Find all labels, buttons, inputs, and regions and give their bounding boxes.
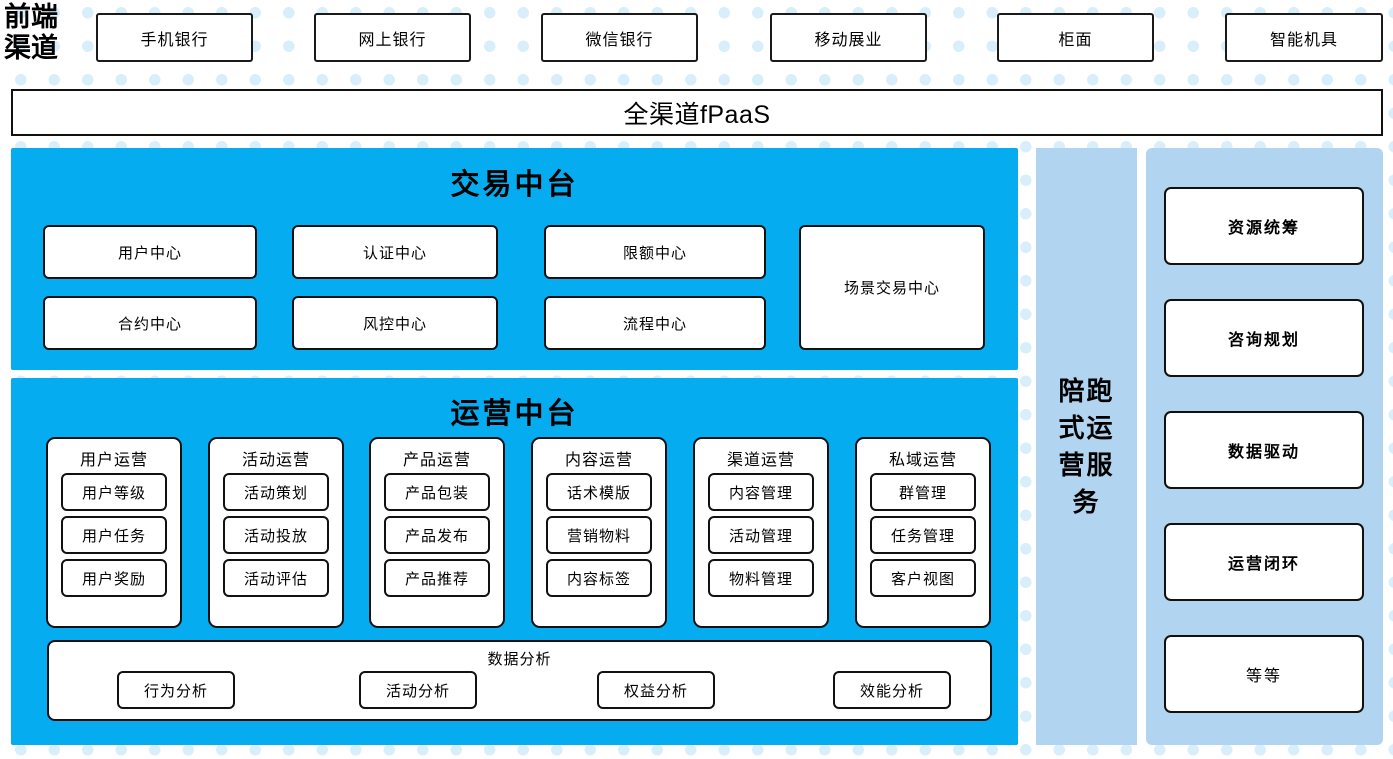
ops-group-heading: 内容运营 <box>564 452 633 469</box>
ops-group-item[interactable]: 产品推荐 <box>384 559 490 597</box>
ops-group-item[interactable]: 活动投放 <box>223 516 329 554</box>
ops-group-item[interactable]: 活动管理 <box>708 516 814 554</box>
ops-group-heading: 用户运营 <box>79 452 148 469</box>
ops-group-item[interactable]: 内容标签 <box>546 559 652 597</box>
trade-middle-platform-panel: 交易中台 用户中心认证中心限额中心合约中心风控中心流程中心场景交易中心 <box>11 148 1018 370</box>
ops-group-item[interactable]: 产品包装 <box>384 473 490 511</box>
ops-group-heading: 产品运营 <box>402 452 471 469</box>
ops-middle-platform-panel: 运营中台 数据分析 行为分析活动分析权益分析效能分析 用户运营用户等级用户任务用… <box>11 378 1018 745</box>
trade-platform-title: 交易中台 <box>450 167 579 201</box>
trade-center-card[interactable]: 场景交易中心 <box>799 225 985 350</box>
channel-card[interactable]: 智能机具 <box>1225 13 1383 62</box>
front-channel-label: 前端 渠道 <box>4 2 58 64</box>
ops-group-item[interactable]: 用户奖励 <box>61 559 167 597</box>
ops-group-item[interactable]: 营销物料 <box>546 516 652 554</box>
service-card[interactable]: 运营闭环 <box>1164 523 1364 601</box>
ops-group: 产品运营产品包装产品发布产品推荐 <box>369 437 505 628</box>
channel-card[interactable]: 网上银行 <box>314 13 471 62</box>
data-analysis-card[interactable]: 效能分析 <box>833 671 951 709</box>
ops-group-item-list: 用户等级用户任务用户奖励 <box>61 473 167 597</box>
ops-group-item[interactable]: 活动策划 <box>223 473 329 511</box>
channel-card[interactable]: 手机银行 <box>96 13 253 62</box>
ops-group-heading: 活动运营 <box>241 452 310 469</box>
ops-group-item-list: 活动策划活动投放活动评估 <box>223 473 329 597</box>
ops-group-item-list: 产品包装产品发布产品推荐 <box>384 473 490 597</box>
ops-group-item-list: 内容管理活动管理物料管理 <box>708 473 814 597</box>
data-analysis-card[interactable]: 权益分析 <box>597 671 715 709</box>
service-card[interactable]: 数据驱动 <box>1164 411 1364 489</box>
ops-group-item[interactable]: 内容管理 <box>708 473 814 511</box>
ops-group: 活动运营活动策划活动投放活动评估 <box>208 437 344 628</box>
ops-group-item-list: 群管理任务管理客户视图 <box>870 473 976 597</box>
ops-group-heading: 渠道运营 <box>726 452 795 469</box>
ops-platform-title: 运营中台 <box>450 396 579 430</box>
ops-group-item[interactable]: 话术模版 <box>546 473 652 511</box>
right-service-panel: 资源统筹咨询规划数据驱动运营闭环等等 <box>1146 148 1383 745</box>
omnichannel-fpaas-bar[interactable]: 全渠道fPaaS <box>11 89 1383 136</box>
ops-group-item[interactable]: 用户等级 <box>61 473 167 511</box>
companion-operation-service-label: 陪跑式运营服务 <box>1058 375 1115 517</box>
trade-center-card[interactable]: 认证中心 <box>292 225 498 279</box>
ops-group: 私域运营群管理任务管理客户视图 <box>855 437 991 628</box>
service-card[interactable]: 资源统筹 <box>1164 187 1364 265</box>
trade-center-card[interactable]: 限额中心 <box>544 225 766 279</box>
ops-group-item[interactable]: 任务管理 <box>870 516 976 554</box>
ops-group-heading: 私域运营 <box>888 452 957 469</box>
ops-group: 内容运营话术模版营销物料内容标签 <box>531 437 667 628</box>
trade-center-card[interactable]: 用户中心 <box>43 225 257 279</box>
ops-group-item-list: 话术模版营销物料内容标签 <box>546 473 652 597</box>
channel-card[interactable]: 微信银行 <box>541 13 698 62</box>
ops-group: 用户运营用户等级用户任务用户奖励 <box>46 437 182 628</box>
data-analysis-card[interactable]: 行为分析 <box>117 671 235 709</box>
ops-group-item[interactable]: 产品发布 <box>384 516 490 554</box>
ops-group-item[interactable]: 物料管理 <box>708 559 814 597</box>
trade-center-card[interactable]: 流程中心 <box>544 296 766 350</box>
trade-center-card[interactable]: 风控中心 <box>292 296 498 350</box>
trade-center-card[interactable]: 合约中心 <box>43 296 257 350</box>
ops-group-item[interactable]: 活动评估 <box>223 559 329 597</box>
data-analysis-group: 数据分析 行为分析 活动分析 权益分析 效能分析 <box>47 640 992 721</box>
companion-operation-service-column: 陪跑式运营服务 <box>1036 148 1137 745</box>
service-card[interactable]: 等等 <box>1164 635 1364 713</box>
ops-group: 渠道运营内容管理活动管理物料管理 <box>693 437 829 628</box>
ops-group-item[interactable]: 客户视图 <box>870 559 976 597</box>
data-analysis-card[interactable]: 活动分析 <box>359 671 477 709</box>
ops-group-item[interactable]: 用户任务 <box>61 516 167 554</box>
channel-card[interactable]: 柜面 <box>997 13 1154 62</box>
data-analysis-heading: 数据分析 <box>487 651 552 668</box>
ops-group-item[interactable]: 群管理 <box>870 473 976 511</box>
service-card[interactable]: 咨询规划 <box>1164 299 1364 377</box>
channel-card[interactable]: 移动展业 <box>770 13 927 62</box>
